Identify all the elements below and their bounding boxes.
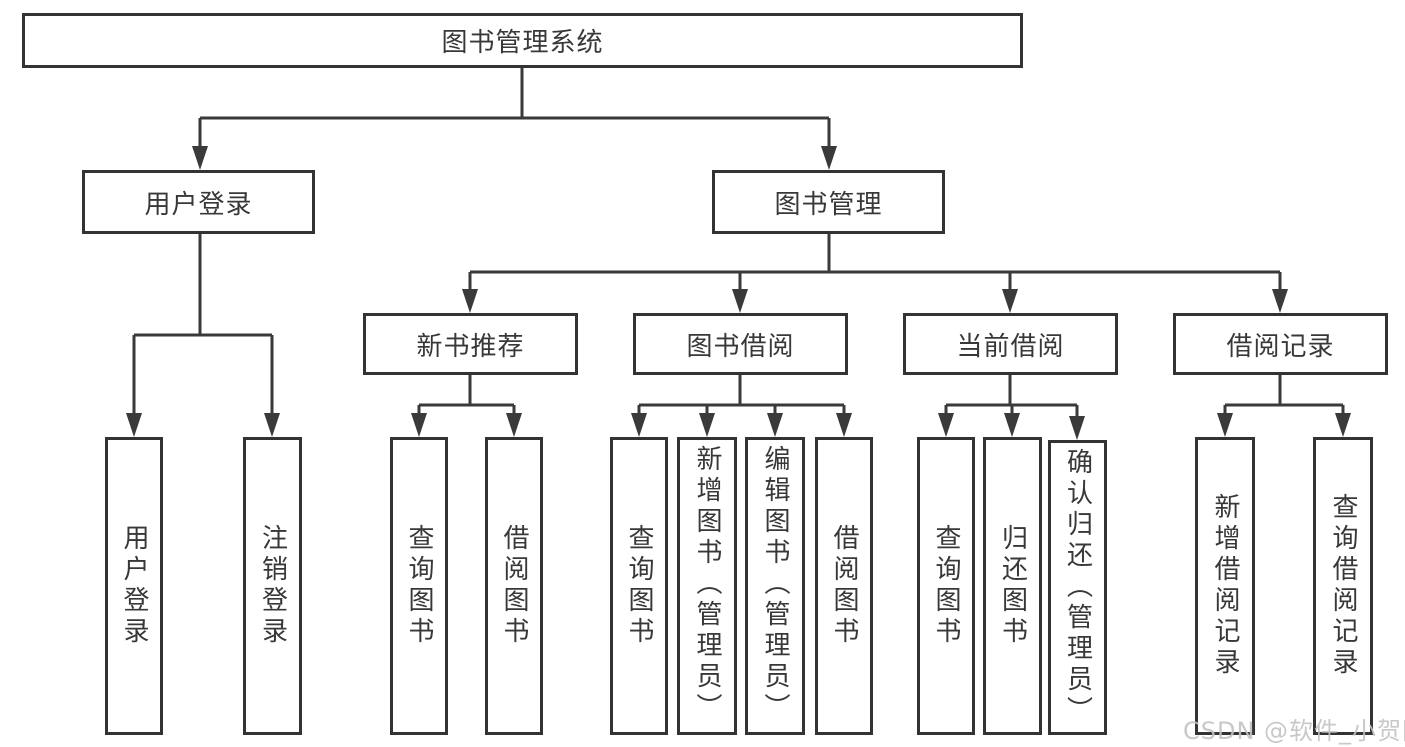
- node-label: 当前借阅: [956, 331, 1065, 362]
- connector-root-to-level2: [198, 68, 831, 150]
- node-new-book-recommend: 新书推荐: [363, 313, 578, 375]
- connector-userlogin-to-children: [132, 234, 274, 417]
- arrowhead: [411, 413, 427, 437]
- node-label: 确认归还（管理员）: [1062, 448, 1093, 727]
- node-label: 借阅图书: [829, 524, 859, 648]
- arrowhead: [938, 413, 954, 437]
- node-label: 查询图书: [624, 524, 654, 648]
- node-edit-books-admin: 编辑图书（管理员）: [745, 437, 805, 735]
- arrowhead: [732, 289, 748, 313]
- node-borrow-books-2: 借阅图书: [815, 437, 873, 735]
- arrowhead: [1272, 289, 1288, 313]
- node-label: 查询图书: [404, 524, 434, 648]
- arrowhead: [462, 289, 478, 313]
- node-label: 借阅记录: [1226, 331, 1335, 362]
- node-label: 查询图书: [931, 524, 961, 648]
- arrowhead: [821, 146, 837, 170]
- node-query-borrow-record: 查询借阅记录: [1313, 437, 1373, 735]
- arrowhead: [631, 413, 647, 437]
- node-label: 用户登录: [119, 524, 149, 648]
- node-label: 归还图书: [997, 524, 1028, 648]
- arrowhead: [1002, 289, 1018, 313]
- node-label: 图书管理系统: [441, 28, 604, 58]
- connector-bookmgmt-to-level3: [468, 234, 1282, 293]
- node-return-books: 归还图书: [983, 437, 1042, 735]
- node-user-login: 用户登录: [82, 170, 315, 234]
- arrowhead: [767, 413, 783, 437]
- node-label: 用户登录: [144, 189, 253, 220]
- node-label: 编辑图书（管理员）: [760, 445, 790, 724]
- arrowhead: [1217, 413, 1233, 437]
- arrowhead: [699, 413, 715, 437]
- arrowhead: [264, 413, 280, 437]
- connector-currentborrow-to-children: [944, 375, 1079, 420]
- arrowhead: [1004, 413, 1020, 437]
- arrowhead: [126, 413, 142, 437]
- node-logout-leaf: 注销登录: [243, 437, 302, 735]
- node-book-borrowing: 图书借阅: [633, 313, 848, 375]
- node-book-management: 图书管理: [712, 170, 945, 234]
- node-label: 图书管理: [774, 189, 883, 220]
- node-query-books-3: 查询图书: [917, 437, 975, 735]
- node-confirm-return-admin: 确认归还（管理员）: [1048, 440, 1107, 735]
- node-label: 新增图书（管理员）: [692, 445, 722, 724]
- arrowhead: [192, 146, 208, 170]
- connector-newbookrec-to-children: [417, 375, 516, 417]
- csdn-watermark: CSDN @软件_小贺同学: [1183, 717, 1405, 745]
- node-user-login-leaf: 用户登录: [105, 437, 163, 735]
- connector-bookborrow-to-children: [637, 375, 846, 417]
- connector-borrowrecords-to-children: [1223, 375, 1345, 417]
- node-borrow-records: 借阅记录: [1173, 313, 1388, 375]
- node-query-books-2: 查询图书: [610, 437, 668, 735]
- node-label: 查询借阅记录: [1328, 493, 1358, 679]
- arrowhead: [1335, 413, 1351, 437]
- node-library-system: 图书管理系统: [22, 13, 1023, 68]
- node-label: 新增借阅记录: [1210, 493, 1240, 679]
- node-add-borrow-record: 新增借阅记录: [1195, 437, 1255, 735]
- node-label: 图书借阅: [686, 331, 795, 362]
- node-current-borrowing: 当前借阅: [903, 313, 1118, 375]
- node-label: 新书推荐: [416, 331, 525, 362]
- node-add-books-admin: 新增图书（管理员）: [677, 437, 737, 735]
- arrowhead: [506, 413, 522, 437]
- node-borrow-books-1: 借阅图书: [485, 437, 543, 735]
- arrowhead: [836, 413, 852, 437]
- node-label: 借阅图书: [499, 524, 529, 648]
- node-query-books-1: 查询图书: [390, 437, 448, 735]
- arrowhead: [1069, 416, 1085, 440]
- node-label: 注销登录: [257, 524, 288, 648]
